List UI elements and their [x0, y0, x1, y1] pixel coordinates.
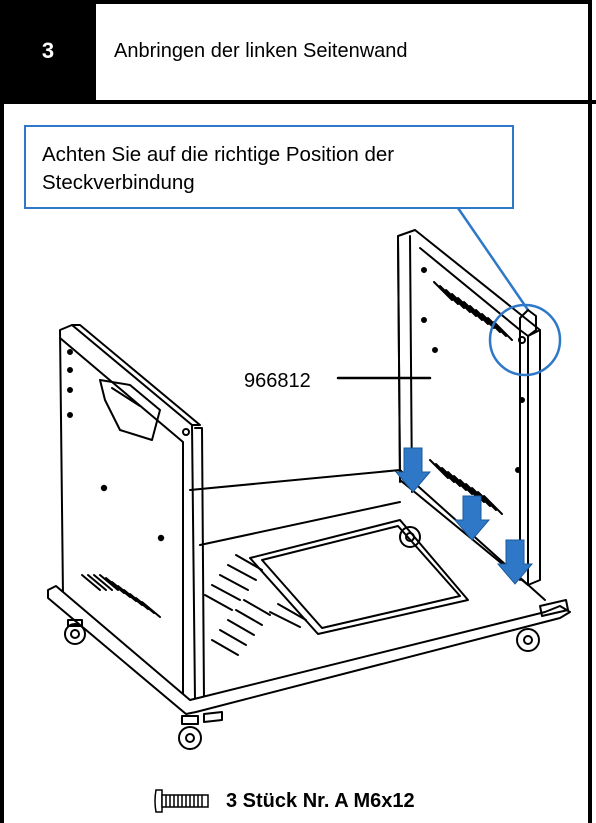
header-divider	[0, 100, 596, 104]
left-side-panel	[59, 324, 205, 707]
callout-text-line2: Steckverbindung	[42, 171, 195, 194]
connection-highlight-circle	[488, 303, 562, 377]
caster-front-right	[399, 526, 421, 548]
caster-back-left	[178, 711, 223, 750]
back-frame-panel	[397, 229, 541, 586]
step-number-box: 3	[0, 0, 96, 102]
part-number-label: 966812	[244, 370, 311, 392]
base-tray	[47, 469, 571, 715]
arrow-down-icon	[496, 539, 534, 585]
hardware-quantity-text: 3 Stück Nr. A M6x12	[226, 789, 415, 812]
insertion-arrows	[394, 447, 534, 585]
arrow-down-icon	[453, 495, 491, 541]
caster-front-left	[64, 619, 86, 645]
callout-note: Achten Sie auf die richtige Position der…	[24, 125, 514, 209]
arrow-down-icon	[394, 447, 432, 493]
step-title: Anbringen der linken Seitenwand	[114, 40, 408, 62]
step-number: 3	[41, 38, 55, 63]
screw-icon	[154, 789, 209, 813]
step-header: 3 Anbringen der linken Seitenwand	[0, 0, 596, 102]
callout-leader-line	[456, 206, 530, 312]
hardware-footer: 3 Stück Nr. A M6x12	[152, 786, 415, 816]
caster-back-right	[516, 599, 569, 652]
callout-text-line1: Achten Sie auf die richtige Position der	[42, 143, 395, 166]
